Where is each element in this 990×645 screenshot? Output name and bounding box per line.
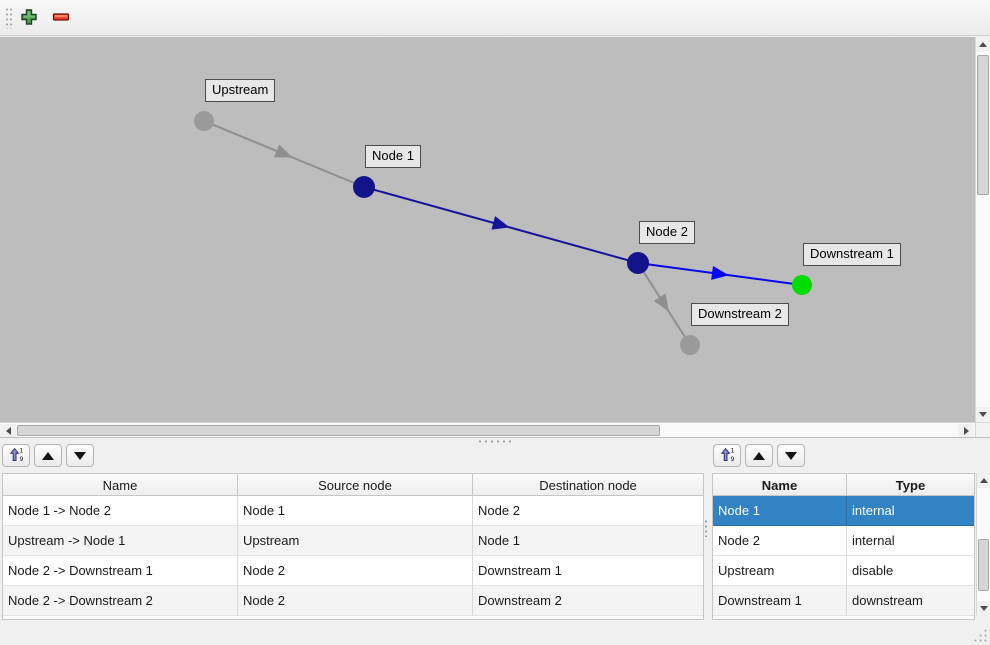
triangle-up-icon [42, 451, 54, 460]
edge-arrow-icon [273, 144, 293, 158]
table-row-selected[interactable]: Node 1 internal [713, 496, 974, 526]
cell-destination: Node 2 [473, 496, 703, 526]
horizontal-scrollbar-thumb[interactable] [17, 425, 660, 436]
cell-source: Node 1 [238, 496, 473, 526]
vertical-scrollbar-thumb[interactable] [977, 55, 989, 195]
cell-name: Upstream [713, 556, 847, 586]
plus-icon [20, 8, 38, 29]
edge-arrow-icon [711, 265, 729, 280]
horizontal-pane-splitter[interactable] [0, 437, 990, 443]
column-header-type[interactable]: Type [895, 477, 926, 493]
canvas-vertical-scrollbar[interactable] [975, 37, 990, 422]
cell-destination: Node 1 [473, 526, 703, 556]
cell-source: Node 2 [238, 586, 473, 616]
scroll-down-button[interactable] [976, 407, 990, 422]
scroll-left-button[interactable] [0, 424, 16, 438]
cell-type: internal [847, 496, 974, 526]
window-resize-grip[interactable] [973, 628, 987, 642]
sort-ascending-icon: 1 9 [720, 447, 735, 465]
table-row[interactable]: Downstream 1 downstream [713, 586, 974, 616]
remove-node-button[interactable] [48, 5, 74, 31]
node-label[interactable]: Downstream 1 [803, 243, 901, 266]
column-header-source-node[interactable]: Source node [238, 474, 473, 496]
cell-source: Node 2 [238, 556, 473, 586]
triangle-down-icon [979, 412, 987, 417]
table-row[interactable]: Upstream -> Node 1 Upstream Node 1 [3, 526, 703, 556]
cell-destination: Downstream 2 [473, 586, 703, 616]
graph-node[interactable] [792, 275, 812, 295]
cell-name: Node 2 -> Downstream 1 [3, 556, 238, 586]
graph-node[interactable] [627, 252, 649, 274]
node-move-down-button[interactable] [777, 444, 805, 467]
scroll-right-button[interactable] [958, 424, 974, 438]
table-row[interactable]: Upstream disable [713, 556, 974, 586]
cell-type: disable [847, 556, 974, 586]
cell-name: Upstream -> Node 1 [3, 526, 238, 556]
node-label[interactable]: Node 2 [639, 221, 695, 244]
graph-node[interactable] [353, 176, 375, 198]
cell-source: Upstream [238, 526, 473, 556]
node-move-up-button[interactable] [745, 444, 773, 467]
table-row[interactable]: Node 1 -> Node 2 Node 1 Node 2 [3, 496, 703, 526]
svg-text:9: 9 [19, 456, 23, 462]
node-label[interactable]: Upstream [205, 79, 276, 102]
node-label[interactable]: Node 1 [365, 145, 421, 168]
cell-destination: Downstream 1 [473, 556, 703, 586]
edges-table: Name Source node Destination node Node 1… [2, 473, 704, 620]
edge-move-up-button[interactable] [34, 444, 62, 467]
sort-ascending-icon: 1 9 [9, 447, 24, 465]
edge-move-down-button[interactable] [66, 444, 94, 467]
cell-name: Node 2 -> Downstream 2 [3, 586, 238, 616]
triangle-right-icon [963, 427, 969, 435]
triangle-down-icon [785, 451, 797, 460]
node-label[interactable]: Downstream 2 [691, 303, 789, 326]
scrollbar-corner [975, 422, 990, 437]
table-row[interactable]: Node 2 -> Downstream 2 Node 2 Downstream… [3, 586, 703, 616]
scroll-up-button[interactable] [977, 473, 990, 488]
svg-text:1: 1 [730, 447, 734, 454]
graph-node[interactable] [194, 111, 214, 131]
column-header-name[interactable]: Name [3, 474, 238, 496]
cell-name: Node 1 -> Node 2 [3, 496, 238, 526]
canvas-horizontal-scrollbar[interactable] [0, 422, 975, 438]
vertical-scrollbar-thumb[interactable] [978, 539, 989, 591]
main-toolbar [0, 0, 990, 36]
triangle-down-icon [979, 606, 988, 611]
table-row[interactable]: Node 2 -> Downstream 1 Node 2 Downstream… [3, 556, 703, 586]
nodes-table: Name Type Node 1 internal Node 2 interna… [712, 473, 975, 620]
add-node-button[interactable] [16, 5, 42, 31]
column-header-destination-node[interactable]: Destination node [539, 477, 637, 493]
triangle-down-icon [74, 451, 86, 460]
graph-svg [194, 111, 812, 355]
cell-name: Node 1 [713, 496, 847, 526]
triangle-up-icon [753, 451, 765, 460]
column-header-name[interactable]: Name [713, 474, 847, 496]
scroll-up-button[interactable] [976, 37, 990, 52]
scroll-down-button[interactable] [977, 601, 990, 616]
svg-text:1: 1 [19, 447, 23, 454]
cell-type: internal [847, 526, 974, 556]
svg-text:9: 9 [730, 456, 734, 462]
minus-icon [52, 8, 70, 29]
vertical-pane-splitter[interactable] [704, 519, 708, 537]
graph-node[interactable] [680, 335, 700, 355]
cell-name: Node 2 [713, 526, 847, 556]
nodes-table-header: Name Type [713, 474, 974, 496]
node-sort-button[interactable]: 1 9 [713, 444, 741, 467]
triangle-up-icon [979, 42, 987, 47]
edge-arrow-icon [653, 293, 669, 312]
toolbar-grip[interactable] [5, 7, 13, 29]
cell-name: Downstream 1 [713, 586, 847, 616]
edge-arrow-icon [491, 216, 510, 230]
triangle-up-icon [979, 478, 988, 483]
edge-sort-button[interactable]: 1 9 [2, 444, 30, 467]
cell-type: downstream [847, 586, 974, 616]
splitter-grip-icon [477, 440, 513, 443]
edges-table-header: Name Source node Destination node [3, 474, 703, 496]
status-bar [0, 621, 990, 645]
table-row[interactable]: Node 2 internal [713, 526, 974, 556]
nodes-table-scrollbar[interactable] [976, 473, 990, 616]
triangle-left-icon [5, 427, 11, 435]
